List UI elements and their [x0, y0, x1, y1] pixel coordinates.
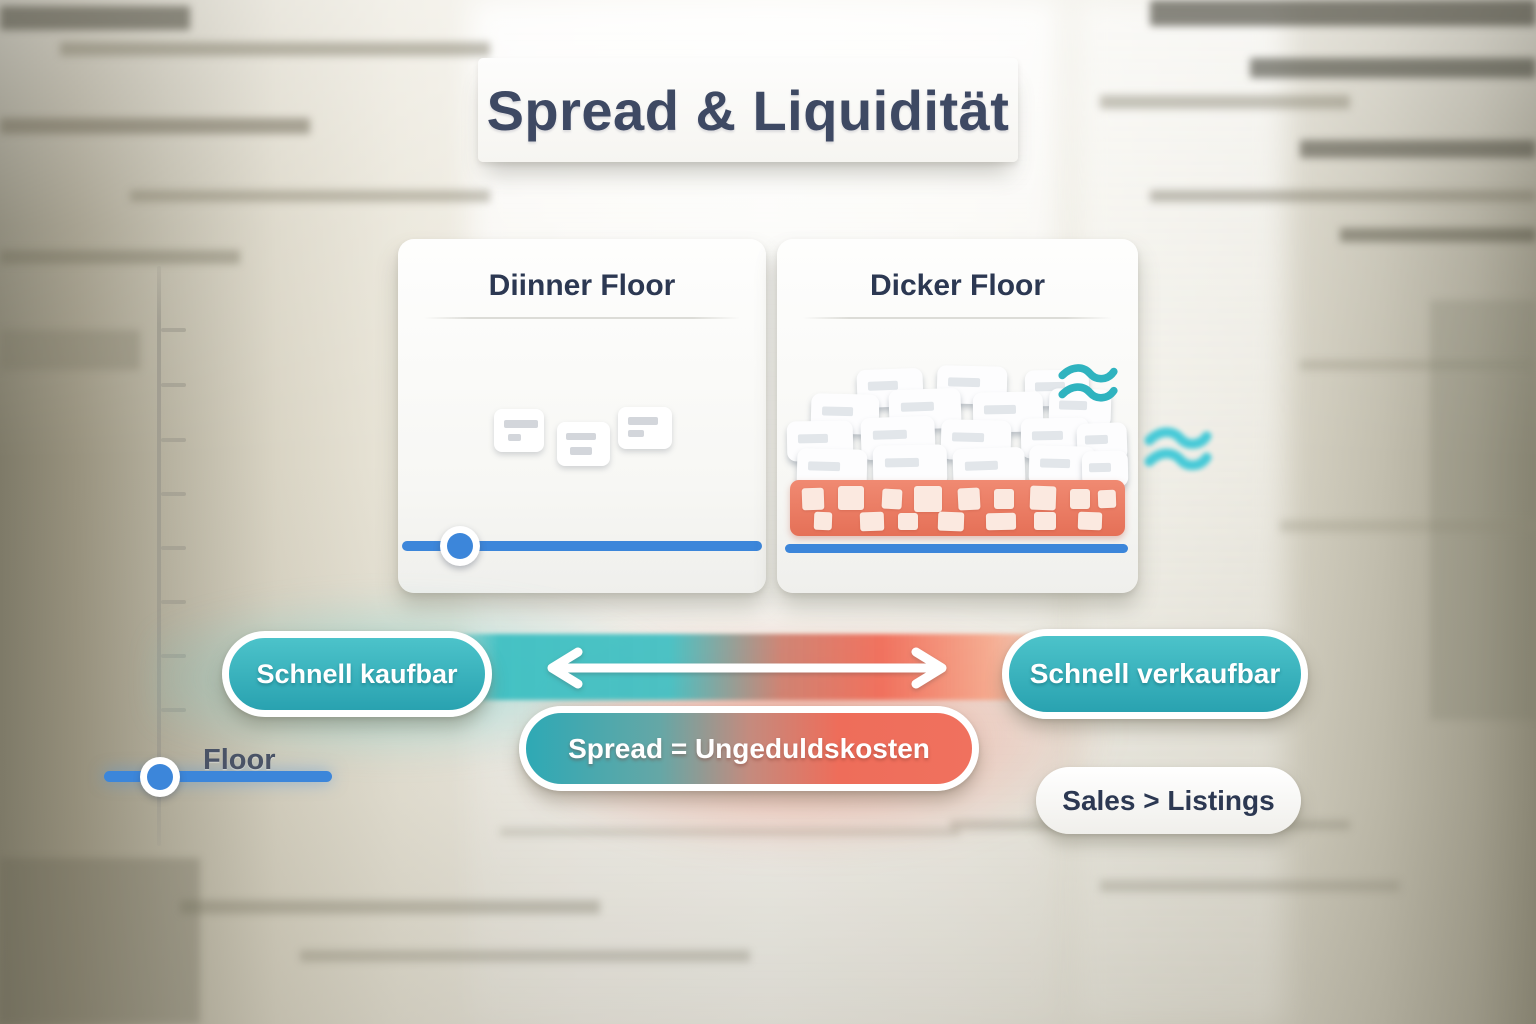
- thick-floor-card-title: Dicker Floor: [869, 269, 1046, 302]
- axis-tick: [161, 546, 186, 550]
- spread-cost-label: Spread = Ungeduldskosten: [568, 732, 930, 764]
- spread-double-arrow-icon: [547, 647, 947, 689]
- sales-vs-listings-label: Sales > Listings: [1062, 784, 1275, 816]
- card-divider: [803, 317, 1112, 319]
- spread-cost-badge: Spread = Ungeduldskosten: [519, 706, 979, 791]
- floor-price-line: [402, 541, 762, 551]
- slider-handle: [440, 526, 480, 566]
- quick-buy-badge: Schnell kaufbar: [222, 631, 492, 717]
- floor-price-line: [785, 544, 1128, 553]
- thin-floor-card: Diinner Floor: [398, 239, 766, 593]
- axis-tick: [161, 708, 186, 712]
- axis-tick: [161, 383, 186, 387]
- listing-card: [494, 409, 544, 452]
- floor-label: Floor: [203, 744, 276, 776]
- axis-tick: [161, 492, 186, 496]
- quick-sell-label: Schnell verkaufbar: [1029, 658, 1281, 689]
- thick-floor-card: Dicker Floor: [777, 239, 1138, 593]
- sales-vs-listings-badge: Sales > Listings: [1036, 767, 1301, 834]
- card-divider: [424, 317, 740, 319]
- page-title: Spread & Liquidität: [486, 78, 1010, 142]
- liquidity-waves-glow-icon: [1144, 427, 1212, 471]
- floor-line: [104, 771, 332, 782]
- axis-tick: [161, 438, 186, 442]
- title-banner: Spread & Liquidität: [478, 58, 1018, 162]
- floor-point: [140, 757, 180, 797]
- axis-line: [157, 266, 161, 846]
- thin-floor-card-title: Diinner Floor: [488, 269, 676, 302]
- listing-card: [557, 422, 610, 466]
- dense-orders-band: [790, 480, 1125, 536]
- quick-buy-label: Schnell kaufbar: [256, 658, 458, 689]
- quick-sell-badge: Schnell verkaufbar: [1002, 629, 1308, 719]
- axis-tick: [161, 600, 186, 604]
- axis-tick: [161, 328, 186, 332]
- axis-tick: [161, 654, 186, 658]
- liquidity-waves-icon: [1058, 364, 1118, 402]
- listing-card: [618, 407, 672, 449]
